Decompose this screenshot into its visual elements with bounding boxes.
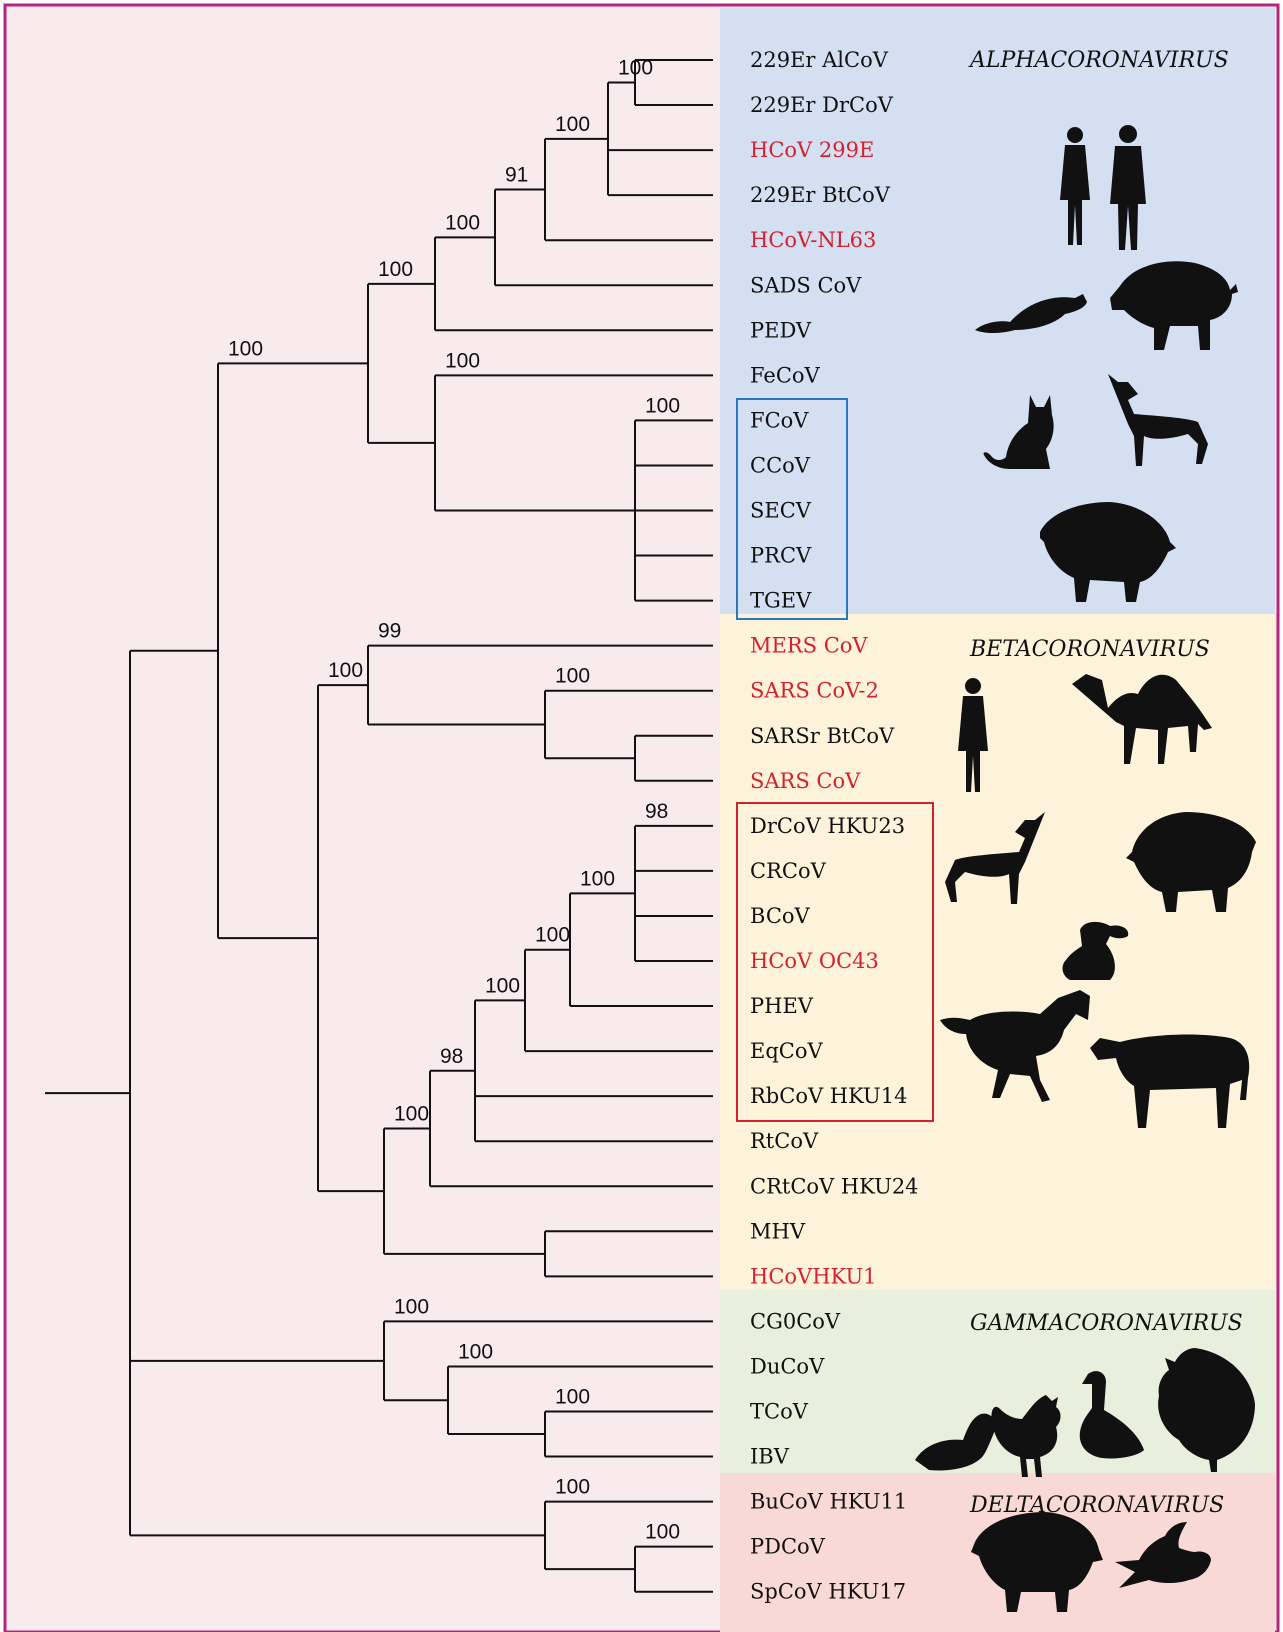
bootstrap-value: 100 [394,1103,429,1126]
bootstrap-value: 100 [555,665,590,688]
taxon-label: BCoV [750,904,811,928]
deltacoronavirus-label: DELTACORONAVIRUS [969,1493,1224,1518]
bootstrap-value: 100 [580,867,615,890]
taxon-label: SECV [750,499,812,523]
bootstrap-value: 100 [645,1521,680,1544]
taxon-label: DuCoV [750,1354,825,1378]
taxon-label: FCoV [750,408,809,432]
bootstrap-value: 91 [505,164,528,187]
taxon-label: 229Er DrCoV [750,93,894,117]
taxon-label: TGEV [750,589,812,613]
taxon-label: CCoV [750,453,811,477]
taxon-label: RtCoV [750,1129,819,1153]
bootstrap-value: 98 [440,1045,463,1068]
taxon-label: SARS CoV-2 [750,679,879,703]
taxon-label: RbCoV HKU14 [750,1084,907,1108]
bootstrap-value: 100 [645,394,680,417]
bootstrap-value: 99 [378,620,401,643]
gammacoronavirus-label: GAMMACORONAVIRUS [970,1311,1243,1336]
taxon-label: HCoV-NL63 [750,228,876,252]
taxon-label: MERS CoV [750,634,868,658]
alphacoronavirus-label: ALPHACORONAVIRUS [968,48,1229,73]
taxon-label: HCoV OC43 [750,949,879,973]
taxon-label: BuCoV HKU11 [750,1490,907,1514]
taxon-label: TCoV [750,1400,809,1424]
taxon-label: MHV [750,1219,806,1243]
taxon-label: SARSr BtCoV [750,724,895,748]
taxon-label: HCoV 299E [750,138,874,162]
taxon-label: EqCoV [750,1039,823,1063]
taxon-label: PHEV [750,994,814,1018]
bootstrap-value: 100 [555,1386,590,1409]
taxon-label: SpCoV HKU17 [750,1580,906,1604]
taxon-label: CRCoV [750,859,827,883]
taxon-label: DrCoV HKU23 [750,814,905,838]
taxon-label: CG0CoV [750,1309,841,1333]
taxon-label: PRCV [750,544,812,568]
bootstrap-value: 100 [445,211,480,234]
bootstrap-value: 100 [228,337,263,360]
taxon-label: PDCoV [750,1535,826,1559]
bootstrap-value: 100 [378,258,413,281]
bootstrap-value: 100 [535,924,570,947]
betacoronavirus-label: BETACORONAVIRUS [969,637,1210,662]
taxon-label: 229Er AlCoV [750,48,889,72]
taxon-label: HCoVHKU1 [750,1264,877,1288]
bootstrap-value: 100 [485,974,520,997]
bootstrap-value: 100 [328,659,363,682]
bootstrap-value: 100 [394,1295,429,1318]
taxon-label: IBV [750,1445,790,1469]
taxon-label: FeCoV [750,363,821,387]
taxon-label: 229Er BtCoV [750,183,891,207]
bootstrap-value: 100 [445,349,480,372]
taxon-label: CRtCoV HKU24 [750,1174,919,1198]
taxon-label: SARS CoV [750,769,861,793]
taxon-label: PEDV [750,318,812,342]
bootstrap-value: 100 [555,113,590,136]
bootstrap-value: 100 [458,1340,493,1363]
bootstrap-value: 100 [618,57,653,80]
bootstrap-value: 100 [555,1476,590,1499]
taxon-label: SADS CoV [750,273,862,297]
bootstrap-value: 98 [645,800,668,823]
